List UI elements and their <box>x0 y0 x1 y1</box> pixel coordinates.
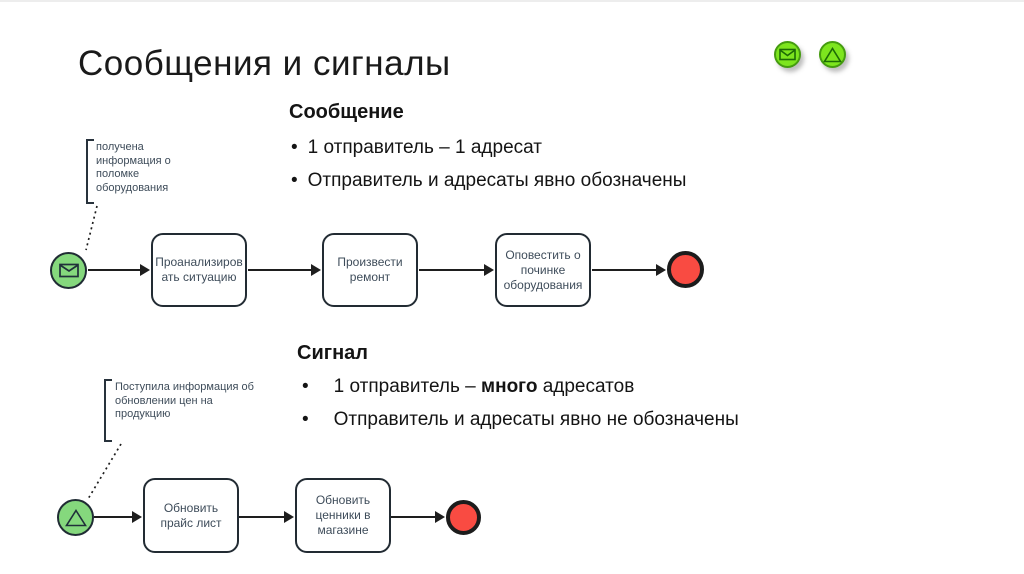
message-start-event <box>50 252 87 289</box>
signal-end-event <box>446 500 481 535</box>
sequence-flow-arrow <box>419 264 494 276</box>
message-end-event <box>667 251 704 288</box>
sequence-flow-arrow <box>248 264 321 276</box>
sequence-flow-arrow <box>592 264 666 276</box>
task-update-pricetags: Обновить ценники в магазине <box>295 478 391 553</box>
signal-section-heading: Сигнал <box>297 342 368 364</box>
bullet-marker: • <box>302 376 309 397</box>
task-analyze-situation: Проанализиров ать ситуацию <box>151 233 247 307</box>
message-bullet-1-text: 1 отправитель – 1 адресат <box>307 137 543 158</box>
signal-legend-icon <box>819 41 846 68</box>
envelope-icon <box>779 48 796 61</box>
signal-annotation-text: Поступила информация об обновлении цен н… <box>115 381 254 420</box>
signal-bullet-2: • Отправитель и адресаты явно не обознач… <box>302 407 739 433</box>
triangle-icon <box>64 508 87 526</box>
message-bullet-1: • 1 отправитель – 1 адресат <box>291 135 542 161</box>
bullet-marker: • <box>302 409 309 430</box>
task-notify-repair: Оповестить о починке оборудования <box>495 233 591 307</box>
triangle-icon <box>823 46 842 62</box>
signal-bullet-1-text: 1 отправитель – много адресатов <box>333 376 635 397</box>
annotation-bracket <box>104 379 112 442</box>
message-bullet-2-text: Отправитель и адресаты явно обозначены <box>307 170 687 191</box>
message-legend-icon <box>774 41 801 68</box>
message-section-heading: Сообщение <box>289 101 404 123</box>
task-update-pricelist: Обновить прайс лист <box>143 478 239 553</box>
task-perform-repair: Произвести ремонт <box>322 233 418 307</box>
sequence-flow-arrow <box>239 511 294 523</box>
top-border-line <box>0 0 1024 2</box>
envelope-icon <box>58 263 79 278</box>
signal-bullet-1: • 1 отправитель – много адресатов <box>302 374 634 400</box>
message-annotation-text: получена информация о поломке оборудован… <box>96 141 171 194</box>
message-bullet-2: • Отправитель и адресаты явно обозначены <box>291 168 686 194</box>
signal-start-event <box>57 499 94 536</box>
signal-bullet-2-text: Отправитель и адресаты явно не обозначен… <box>333 409 739 430</box>
signal-annotation-connector <box>87 443 122 500</box>
sequence-flow-arrow <box>391 511 445 523</box>
bullet-marker: • <box>291 137 298 158</box>
annotation-bracket <box>86 139 94 204</box>
bullet-marker: • <box>291 170 298 191</box>
page-title: Сообщения и сигналы <box>78 44 451 83</box>
sequence-flow-arrow <box>88 264 150 276</box>
message-annotation-connector <box>85 205 98 251</box>
sequence-flow-arrow <box>94 511 142 523</box>
